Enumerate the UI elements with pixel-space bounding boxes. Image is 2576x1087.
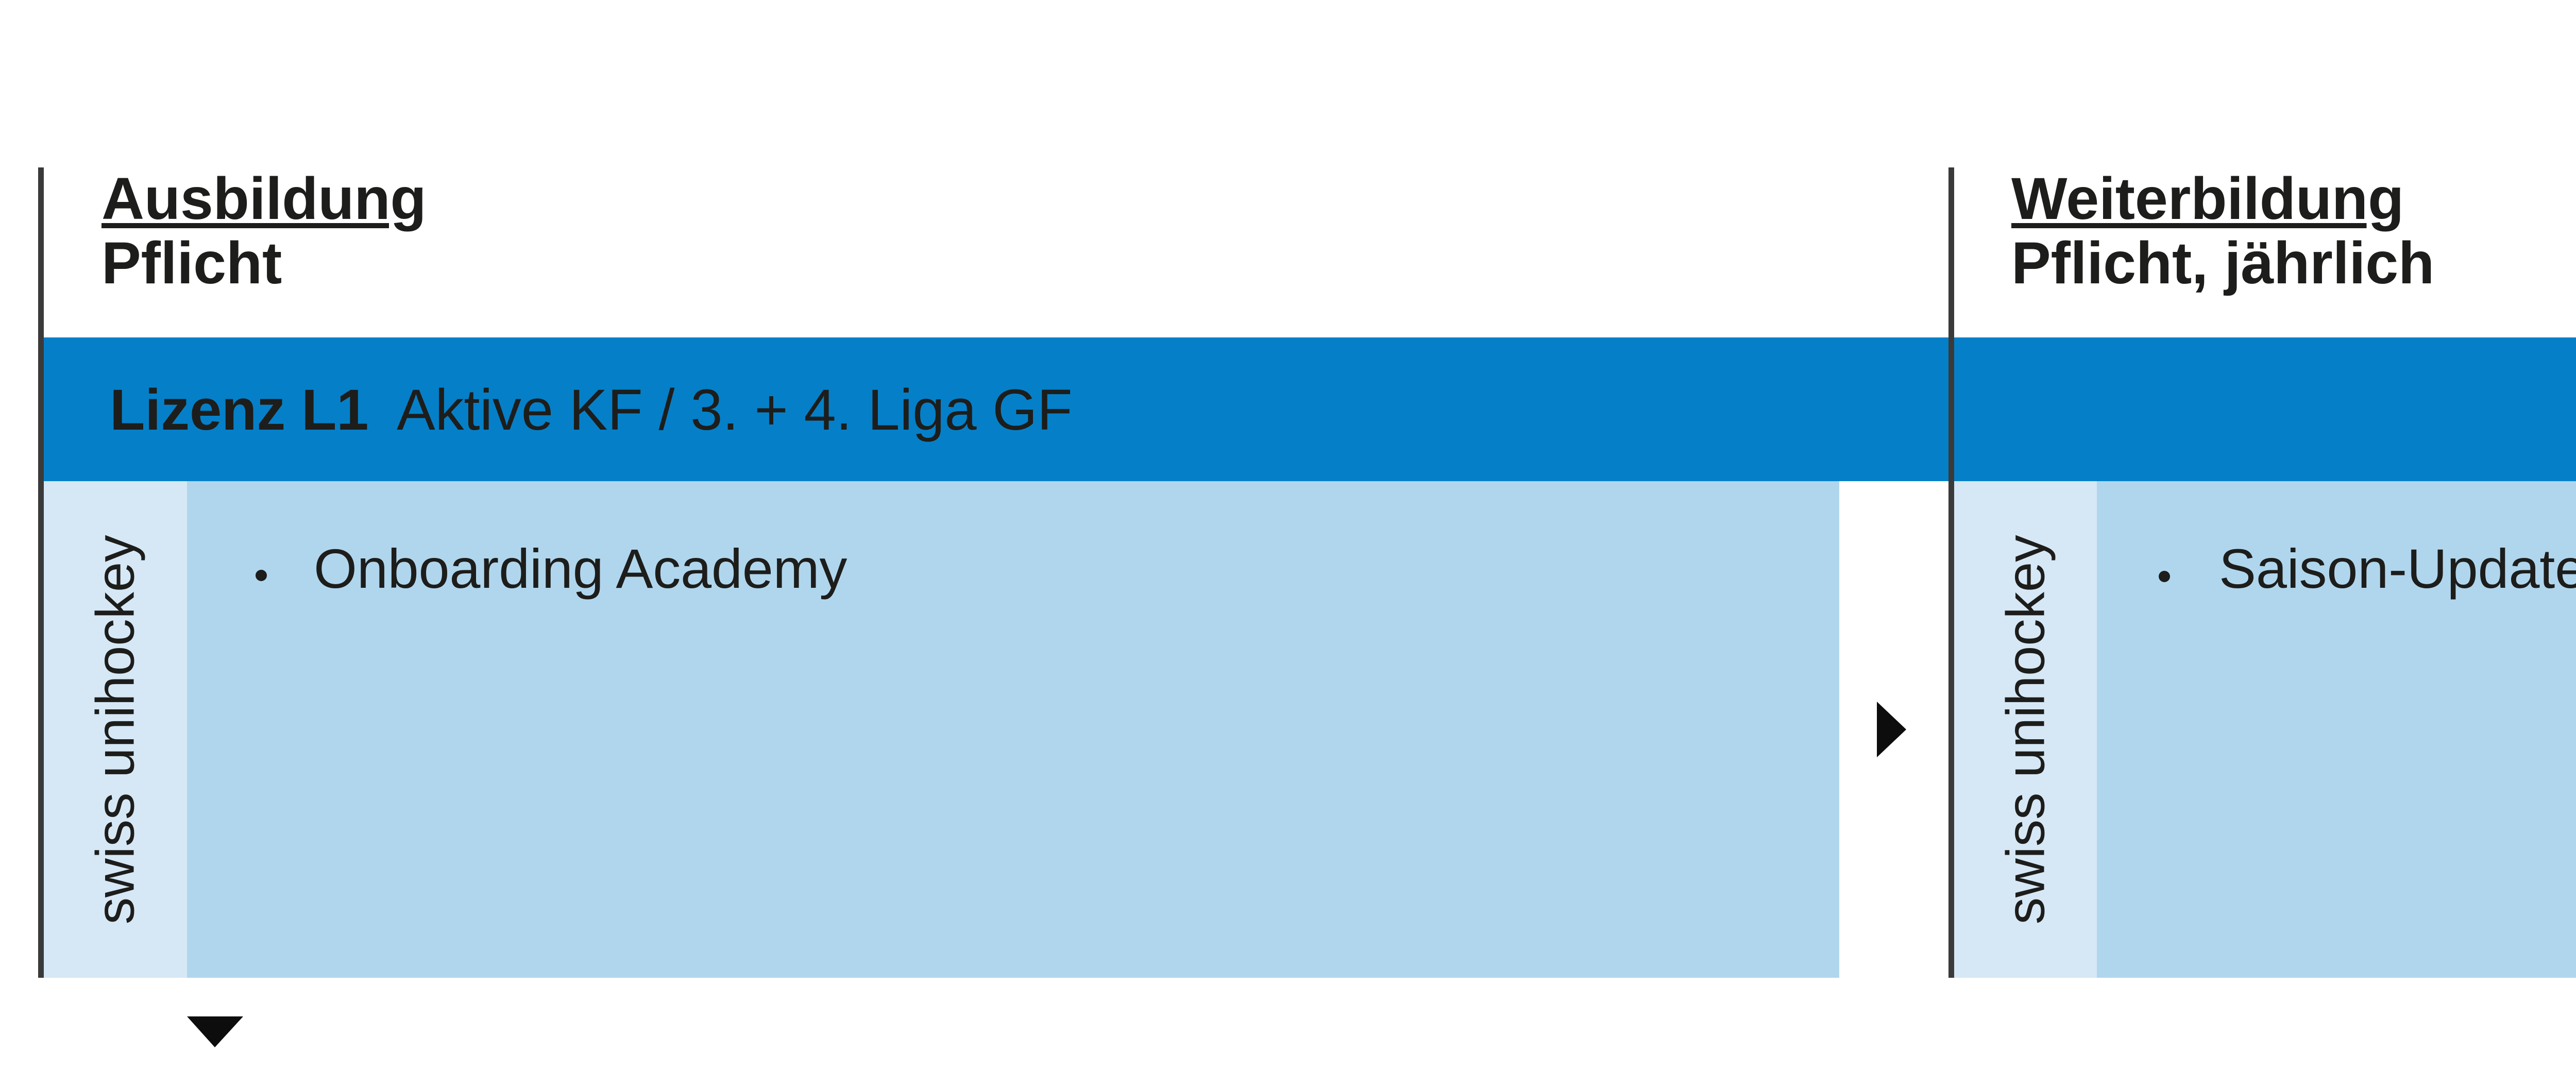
triangle-down-icon <box>187 1016 243 1047</box>
ausbildung-divider-line <box>38 167 44 978</box>
license-label: Lizenz L1 <box>110 378 369 442</box>
ausbildung-item: Onboarding Academy <box>314 537 848 600</box>
weiterbildung-brand-label: swiss unihockey <box>1995 535 2056 924</box>
bullet-icon <box>256 570 267 581</box>
triangle-right-icon <box>1877 702 1906 757</box>
weiterbildung-brand-strip: swiss unihockey <box>1954 481 2097 978</box>
ausbildung-title: Ausbildung <box>101 166 427 232</box>
ausbildung-header: Ausbildung Pflicht <box>101 166 427 296</box>
license-bar <box>44 337 2576 481</box>
ausbildung-card: swiss unihockey <box>44 481 1839 978</box>
weiterbildung-title: Weiterbildung <box>2011 166 2404 232</box>
license-description: Aktive KF / 3. + 4. Liga GF <box>397 378 1073 442</box>
weiterbildung-header: Weiterbildung Pflicht, jährlich <box>2011 167 2434 296</box>
ausbildung-brand-strip: swiss unihockey <box>44 481 187 978</box>
weiterbildung-divider-line <box>1948 167 1954 978</box>
ausbildung-brand-label: swiss unihockey <box>85 535 146 924</box>
weiterbildung-item: Saison-Update <box>2219 537 2576 600</box>
weiterbildung-card: swiss unihockey <box>1954 481 2576 978</box>
ausbildung-subtitle: Pflicht <box>101 230 282 296</box>
bullet-icon <box>2159 571 2170 582</box>
weiterbildung-subtitle: Pflicht, jährlich <box>2011 230 2435 296</box>
